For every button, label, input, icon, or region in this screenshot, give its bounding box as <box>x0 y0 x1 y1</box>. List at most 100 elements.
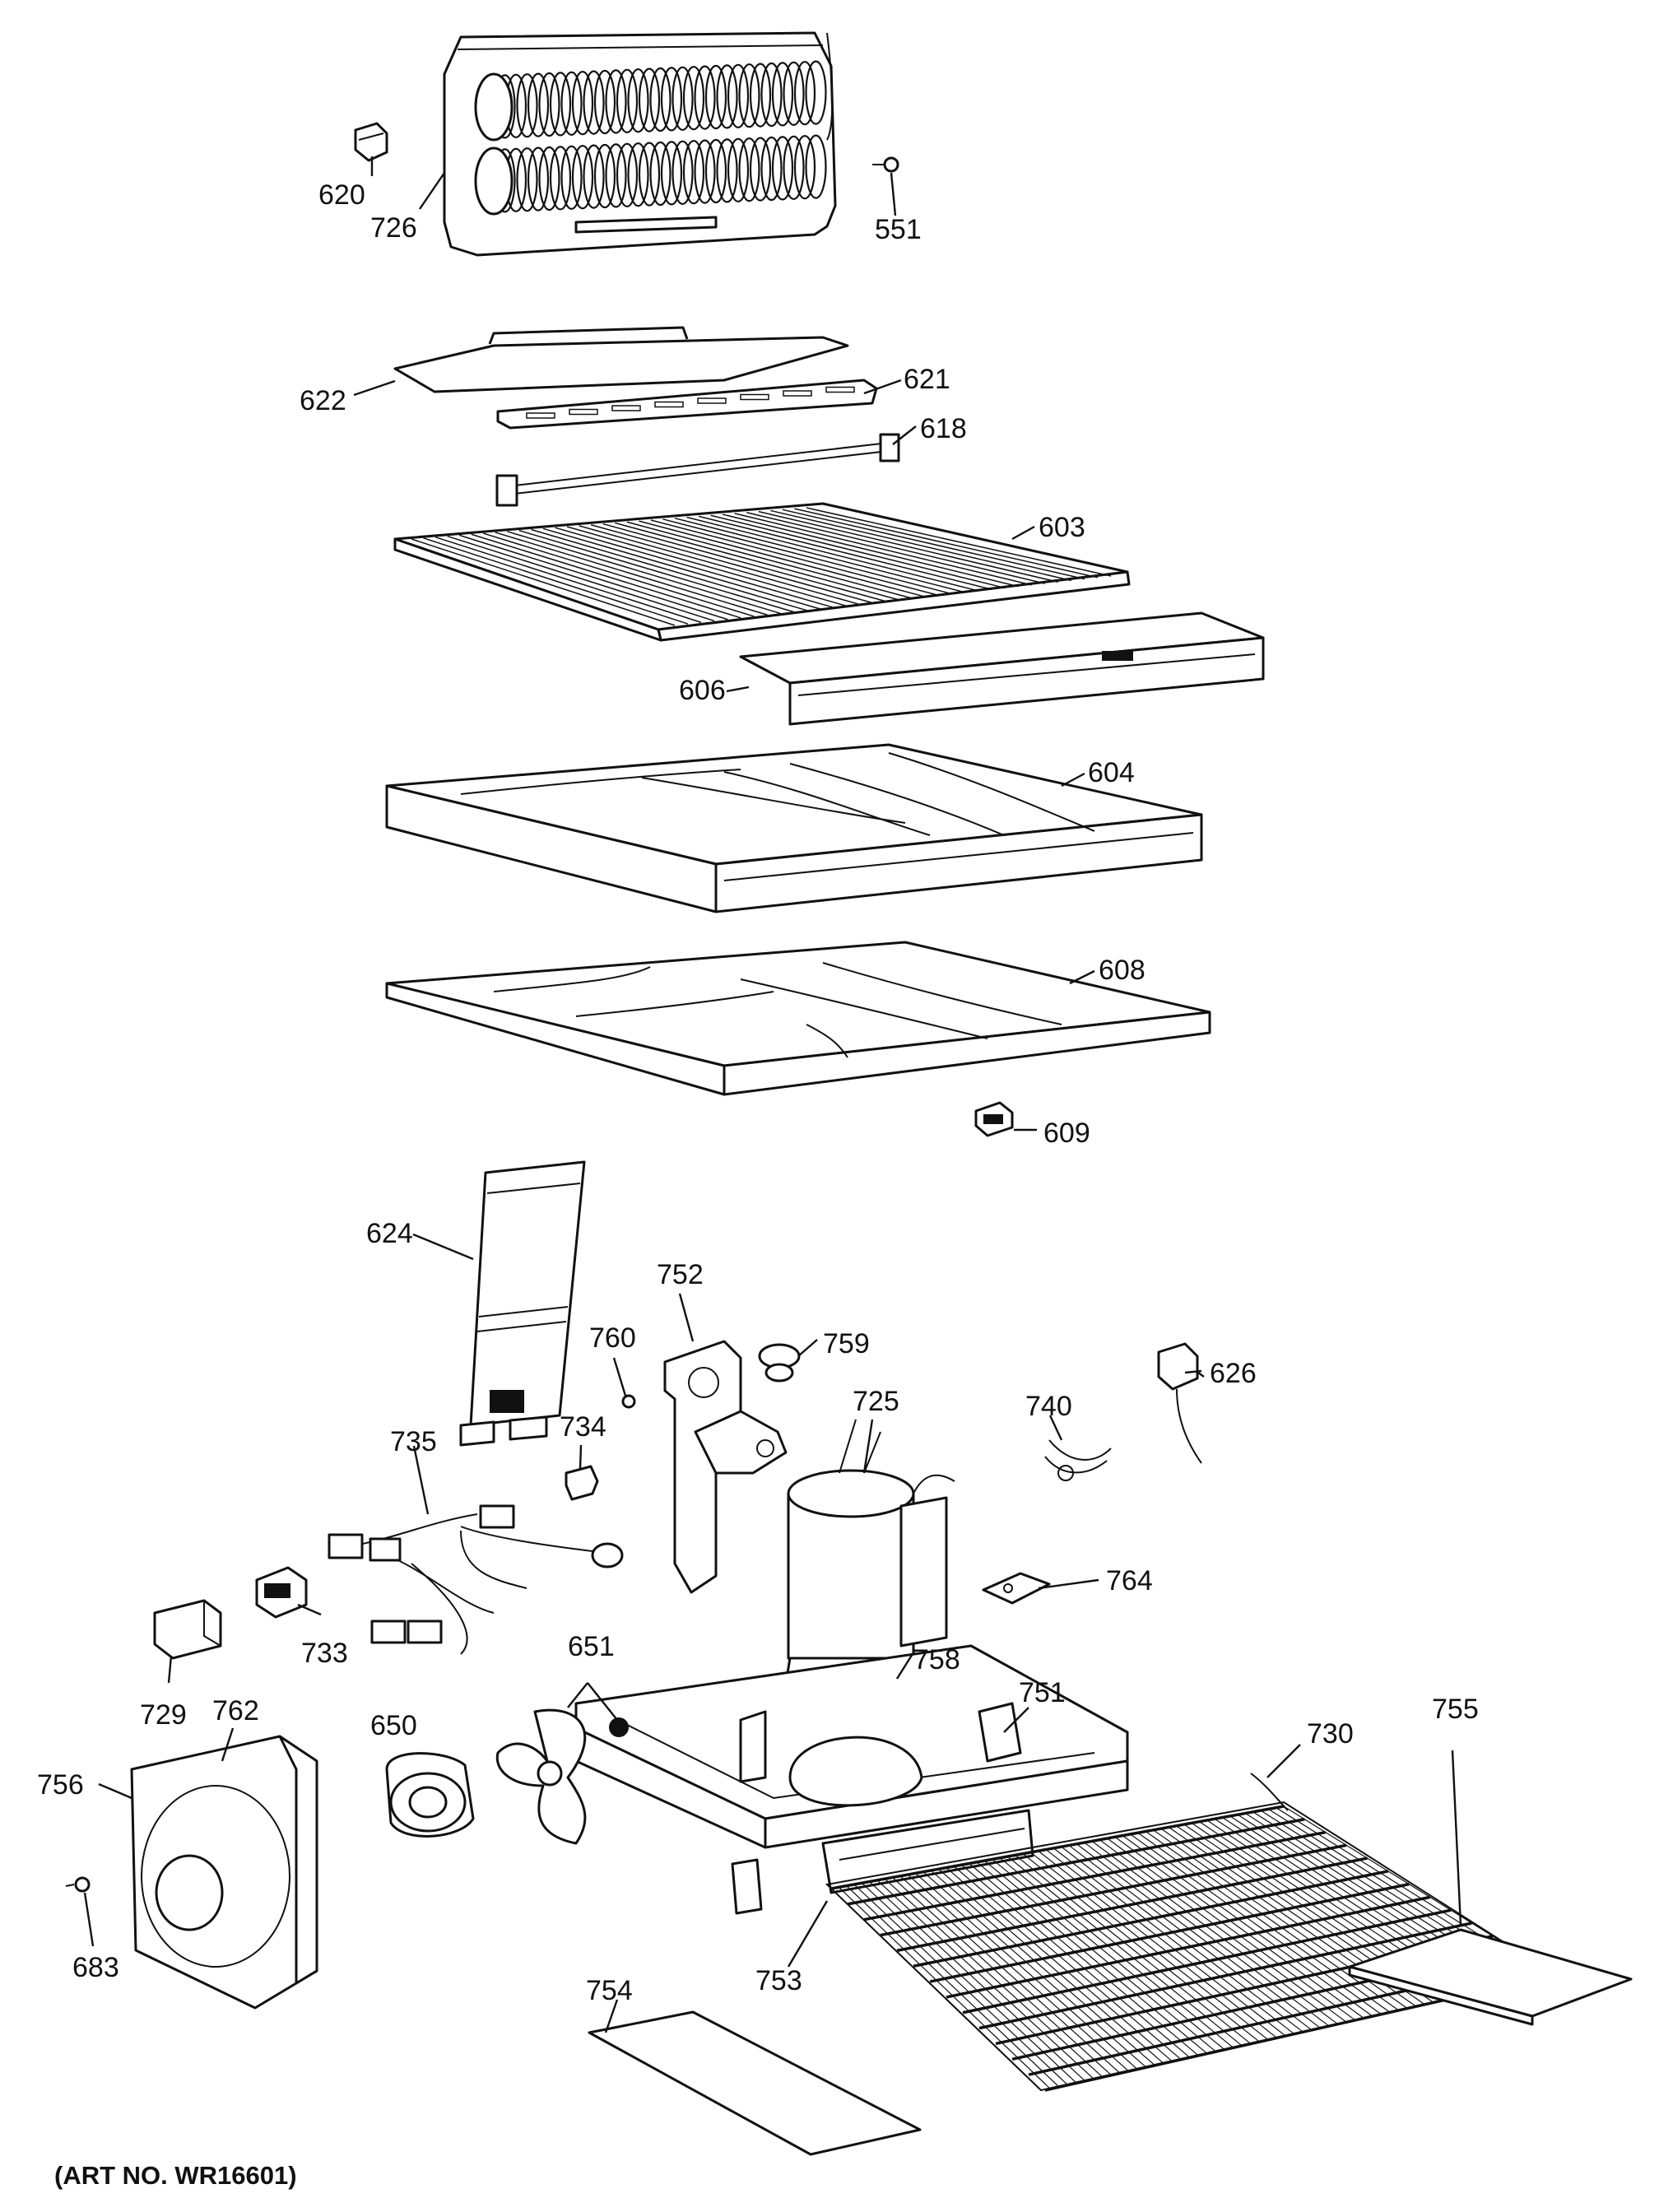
coil-turn <box>527 72 550 137</box>
coil-turn <box>738 137 760 202</box>
bracket-slot <box>654 401 684 408</box>
condenser-wire <box>1038 1850 1277 2038</box>
condenser-wire <box>853 1884 1068 2085</box>
label-730: 730 <box>1307 1718 1354 1750</box>
condenser-wire <box>876 1880 1094 2080</box>
duct-panel-624 <box>459 1160 586 1447</box>
cover-622 <box>393 326 849 393</box>
condenser-tube <box>830 1805 1285 1890</box>
coil-end <box>474 146 514 216</box>
shelf-rib <box>434 536 702 624</box>
coil-turn <box>593 143 616 209</box>
condenser-wire <box>984 1860 1216 2052</box>
capacitor-729 <box>153 1599 222 1660</box>
shelf-rib <box>770 509 1071 582</box>
pan-608 <box>385 941 1211 1096</box>
coil-turn <box>749 137 772 202</box>
label-753: 753 <box>755 1965 802 1996</box>
coil-turn <box>605 69 627 134</box>
overload-626 <box>1157 1342 1202 1464</box>
plate-754 <box>588 2010 922 2156</box>
coil-turn <box>527 146 550 211</box>
coil-turn <box>538 72 560 137</box>
shelf-rib <box>518 529 794 613</box>
harness-735 <box>328 1504 624 1655</box>
bracket-slot <box>697 397 727 404</box>
label-622: 622 <box>300 385 346 416</box>
condenser-wire <box>999 1857 1234 2048</box>
condenser-wire <box>1114 1836 1364 2019</box>
label-606: 606 <box>679 675 726 706</box>
condenser-wire <box>1045 1849 1285 2037</box>
coil-turn <box>760 136 783 202</box>
label-759: 759 <box>823 1328 870 1359</box>
coil-turn <box>672 66 694 131</box>
label-650: 650 <box>370 1710 417 1741</box>
coil-turn <box>627 142 649 207</box>
shelf-rib <box>698 515 992 591</box>
label-609: 609 <box>1043 1118 1090 1149</box>
shelf-rib <box>723 514 1019 588</box>
coil-turn <box>727 137 750 202</box>
shelf-603 <box>393 502 1131 642</box>
shelf-rib <box>639 520 927 598</box>
coil-turn <box>571 145 594 210</box>
shelf-rib <box>458 534 728 620</box>
condenser-tube <box>863 1830 1327 1922</box>
coil-turn <box>649 141 672 207</box>
coil-turn <box>805 134 827 199</box>
condenser-wire <box>899 1875 1120 2074</box>
condenser-wire <box>1076 1843 1321 2028</box>
shelf-rib <box>794 508 1099 579</box>
condenser-wire <box>930 1870 1155 2066</box>
label-726: 726 <box>370 212 417 244</box>
condenser-wire <box>969 1863 1199 2056</box>
bracket-621 <box>496 379 878 430</box>
coil-turn <box>516 147 538 212</box>
label-621: 621 <box>904 364 950 395</box>
shelf-rib <box>531 528 807 611</box>
coil-turn <box>538 146 560 211</box>
condenser-wire <box>1022 1853 1260 2042</box>
condenser-wire <box>1084 1842 1329 2027</box>
shelf-rib <box>483 532 755 617</box>
label-734: 734 <box>560 1411 606 1443</box>
coil-turn <box>716 64 738 129</box>
shelf-rib <box>542 527 820 610</box>
condenser-wire <box>992 1858 1224 2050</box>
coil-turn <box>783 135 805 200</box>
condenser-wire <box>1015 1854 1251 2044</box>
coil-turn <box>716 138 738 203</box>
shelf-rib <box>447 535 715 622</box>
coil-turn <box>704 138 727 204</box>
bracket-slot <box>526 412 555 419</box>
label-752: 752 <box>657 1259 704 1290</box>
shelf-rib <box>746 512 1045 584</box>
condenser-wire <box>915 1872 1137 2070</box>
shelf-rib <box>471 533 741 619</box>
label-618: 618 <box>920 413 967 444</box>
coil-turn <box>672 140 694 205</box>
coil-turn <box>649 67 672 132</box>
condenser-wire <box>953 1866 1181 2060</box>
shelf-rib <box>650 519 940 597</box>
condenser-wire <box>938 1868 1164 2064</box>
condenser-wire <box>922 1871 1146 2067</box>
label-603: 603 <box>1039 512 1085 543</box>
shelf-rib <box>495 532 768 616</box>
coil-turn <box>638 142 661 207</box>
nut-651 <box>609 1717 629 1737</box>
label-624: 624 <box>366 1218 413 1249</box>
label-551: 551 <box>875 214 922 245</box>
condenser-wire <box>946 1867 1173 2061</box>
condenser-wire <box>1053 1847 1294 2034</box>
shelf-rib <box>507 531 781 615</box>
coil-turn <box>771 62 794 127</box>
bracket-764 <box>982 1572 1051 1605</box>
label-751: 751 <box>1019 1677 1066 1708</box>
label-756: 756 <box>37 1769 84 1801</box>
condenser-wire <box>976 1861 1207 2054</box>
label-733: 733 <box>301 1638 348 1669</box>
coil-turn <box>571 71 594 136</box>
